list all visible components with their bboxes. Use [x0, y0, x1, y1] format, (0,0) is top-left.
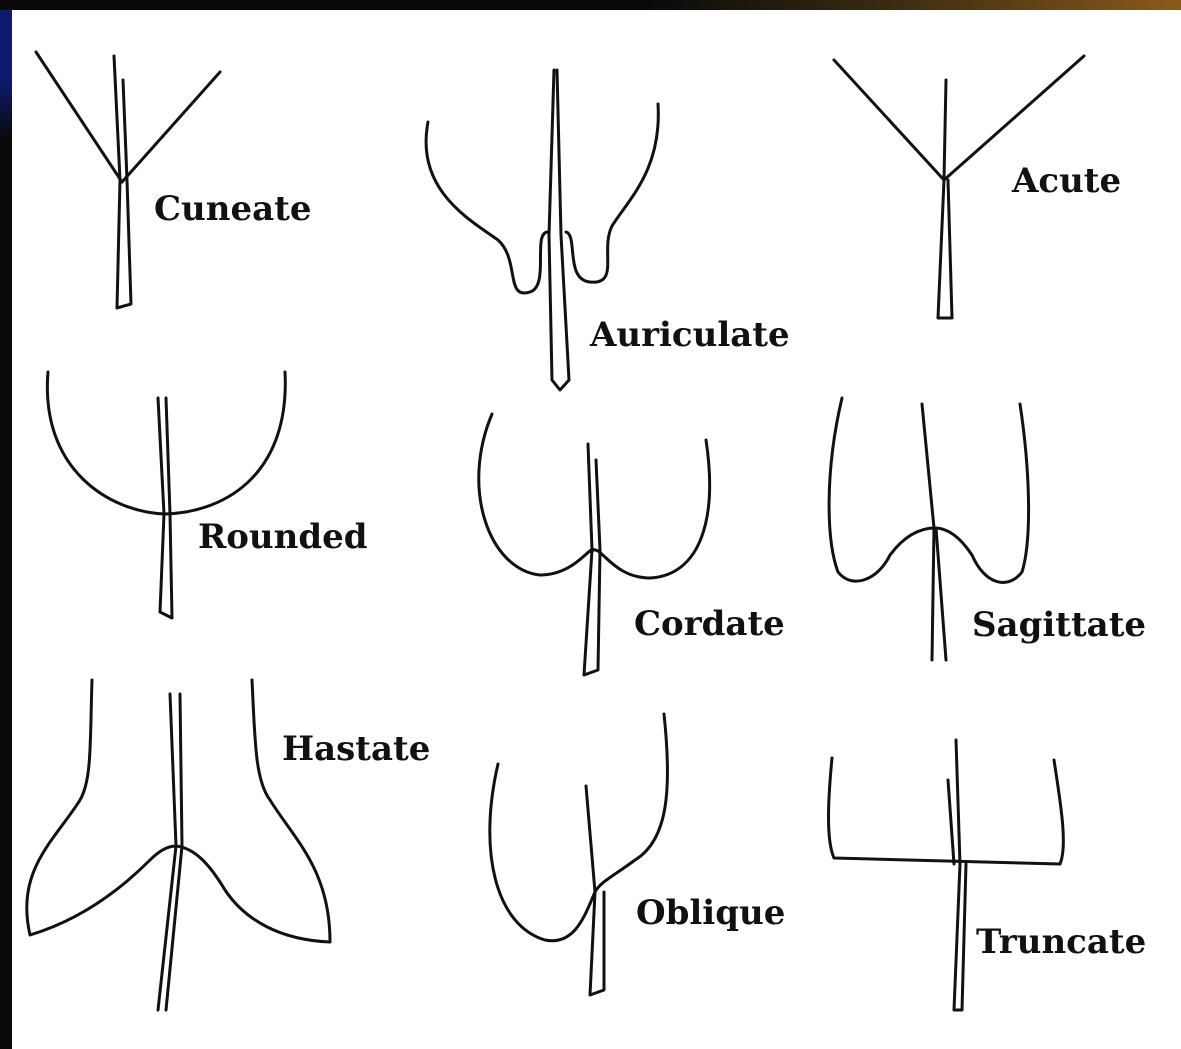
rounded-label: Rounded: [198, 517, 368, 557]
hastate-label: Hastate: [282, 729, 430, 769]
cordate-label: Cordate: [634, 604, 785, 644]
auriculate-label: Auriculate: [589, 315, 790, 355]
oblique-label: Oblique: [636, 893, 785, 933]
truncate-leaf-base: [829, 740, 1064, 1010]
oblique-leaf-base: [490, 714, 668, 995]
cuneate-label: Cuneate: [154, 189, 312, 229]
acute-label: Acute: [1011, 161, 1121, 201]
truncate-label: Truncate: [976, 922, 1146, 962]
sagittate-label: Sagittate: [972, 605, 1146, 645]
rounded-leaf-base: [47, 372, 285, 618]
cuneate-leaf-base: [36, 52, 220, 308]
